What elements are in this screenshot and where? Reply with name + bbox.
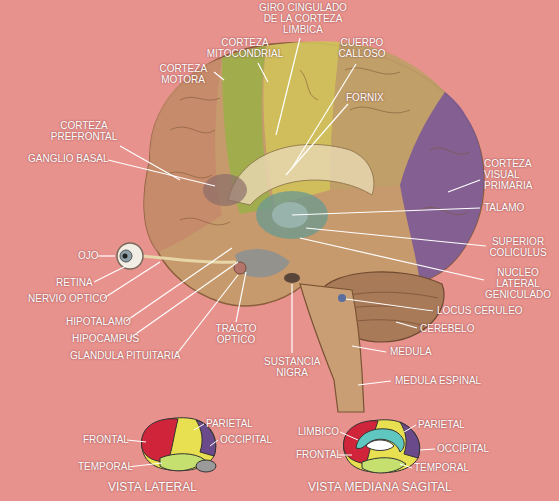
part-label: LOCUS CERULEO [437,305,523,316]
part-label: CORTEZA PREFRONTAL [51,120,118,142]
part-label: TEMPORAL [414,462,469,473]
part-label: TEMPORAL [78,461,133,472]
part-label: CORTEZA MOTORA [159,63,206,85]
part-label: FRONTAL [83,434,129,445]
part-label: MEDULA ESPINAL [395,375,481,386]
part-label: RETINA [56,277,93,288]
part-label: VISTA LATERAL [108,481,197,494]
part-label: GANGLIO BASAL [28,153,109,164]
part-label: CORTEZA VISUAL PRIMARIA [484,158,532,191]
part-label: GIRO CINGULADO DE LA CORTEZA LIMBICA [253,2,353,35]
part-label: PARIETAL [206,418,253,429]
part-label: CUERPO CALLOSO [338,37,385,59]
part-label: OCCIPITAL [437,443,489,454]
part-label: OJO [78,250,99,261]
part-label: TALAMO [484,202,524,213]
part-label: HIPOCAMPUS [72,333,139,344]
part-label: NUCLEO LATERAL GENICULADO [485,267,551,300]
part-label: GLANDULA PITUITARIA [70,350,180,361]
part-label: CEREBELO [420,323,474,334]
part-label: OCCIPITAL [220,434,272,445]
part-label: VISTA MEDIANA SAGITAL [308,481,452,494]
part-label: PARIETAL [418,419,465,430]
part-label: TRACTO OPTICO [216,323,257,345]
part-label: MEDULA [390,346,432,357]
part-label: FRONTAL [296,449,342,460]
part-label: SUPERIOR COLICULUS [489,236,546,258]
part-label: LIMBICO [298,426,339,437]
part-label: NERVIO OPTICO [28,293,107,304]
part-label: CORTEZA MITOCONDRIAL [207,37,284,59]
part-label: HIPOTALAMO [66,316,131,327]
part-label: SUSTANCIA NIGRA [264,356,320,378]
part-label: FORNIX [346,92,384,103]
